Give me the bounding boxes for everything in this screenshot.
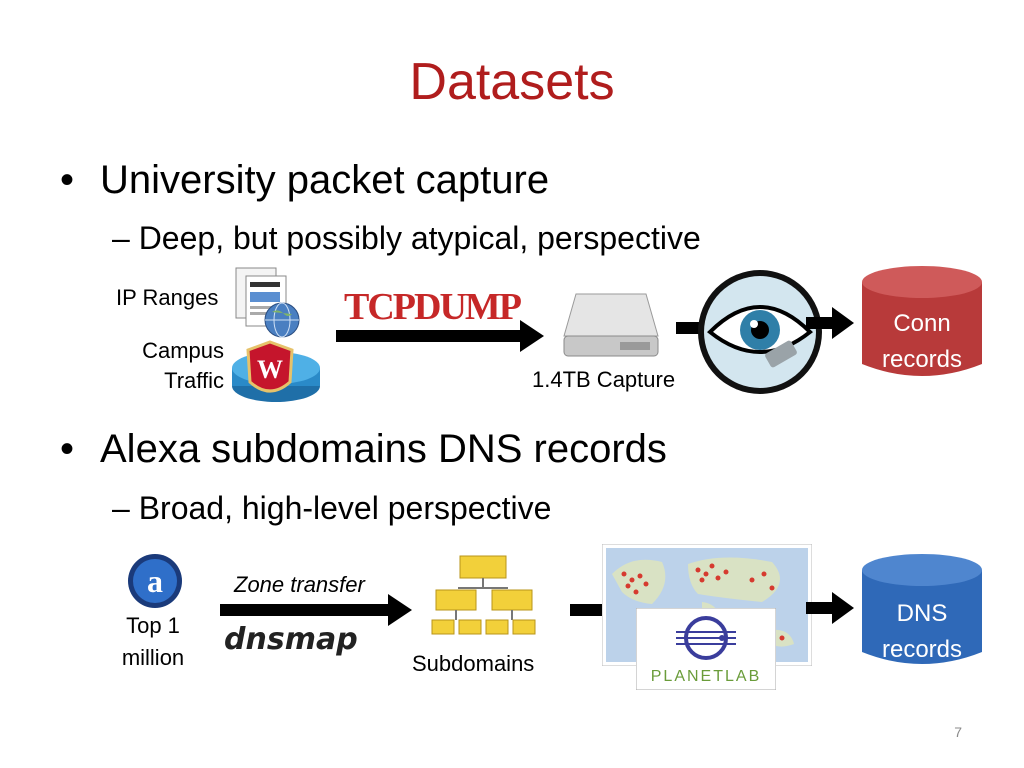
- arrow-to-subdomains: [220, 594, 412, 626]
- dnsmap-logo: dnsmap: [224, 622, 358, 657]
- dns-records-line1: DNS: [896, 600, 948, 627]
- subdomains-label: Subdomains: [412, 651, 535, 676]
- campus-traffic-line2: Traffic: [164, 368, 224, 393]
- top-million-line2: million: [121, 645, 185, 670]
- conn-records-line2: records: [881, 346, 963, 373]
- alexa-icon: a: [128, 554, 182, 608]
- arrow-stub-to-map: [570, 604, 606, 616]
- bullet-dot: •: [60, 427, 75, 471]
- capture-label: 1.4TB Capture: [532, 367, 676, 392]
- sub-bullet-broad: – Broad, high-level perspective: [112, 490, 552, 526]
- bullet-alexa: • Alexa subdomains DNS records: [60, 427, 667, 472]
- globe-icon: [264, 302, 300, 338]
- svg-text:a: a: [147, 563, 163, 599]
- bullet-university: • University packet capture: [60, 158, 549, 203]
- campus-traffic-label: Campus Traffic: [130, 336, 224, 396]
- dns-records-cylinder: [862, 554, 982, 664]
- hard-drive-icon: [563, 293, 659, 357]
- dns-records-label: DNS records: [862, 596, 982, 668]
- dns-records-line2: records: [881, 636, 963, 663]
- planetlab-logo-text: PLANETLAB: [650, 668, 762, 685]
- bullet-alexa-text: Alexa subdomains DNS records: [100, 427, 667, 471]
- conn-records-label: Conn records: [862, 306, 982, 378]
- wisconsin-crest-icon: W: [246, 340, 294, 393]
- tcpdump-logo: TCPDUMP: [344, 286, 522, 328]
- top-million-label: Top 1 million: [110, 610, 196, 674]
- arrow-to-capture: [336, 320, 544, 352]
- arrow-to-conn-records: [806, 307, 854, 339]
- eye-ethernet-icon: [698, 270, 822, 394]
- conn-records-cylinder: [862, 266, 982, 376]
- top-million-line1: Top 1: [126, 613, 180, 638]
- hierarchy-icon: [431, 555, 536, 635]
- planetlab-icon: [636, 608, 776, 690]
- sub-bullet-deep: – Deep, but possibly atypical, perspecti…: [112, 220, 701, 256]
- bullet-dot: •: [60, 158, 75, 202]
- svg-text:W: W: [257, 355, 283, 384]
- bullet-university-text: University packet capture: [100, 158, 550, 202]
- arrow-to-dns-records: [806, 592, 854, 624]
- slide-title: Datasets: [409, 53, 615, 111]
- zone-transfer-label: Zone transfer: [234, 572, 365, 597]
- conn-records-line1: Conn: [893, 310, 951, 337]
- ip-ranges-label: IP Ranges: [116, 285, 219, 310]
- campus-traffic-line1: Campus: [142, 338, 224, 363]
- page-number: 7: [954, 724, 962, 740]
- dnsmap-logo-text: dnsmap: [224, 622, 358, 657]
